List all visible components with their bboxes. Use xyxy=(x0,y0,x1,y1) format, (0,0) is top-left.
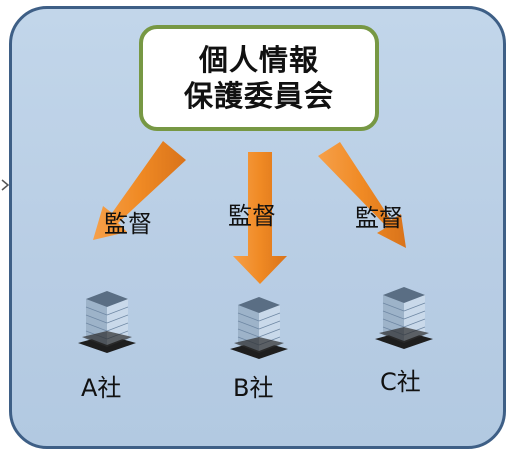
office-building-icon xyxy=(230,297,288,359)
arrow-label-b: 監督 xyxy=(228,202,276,230)
committee-title-line2: 保護委員会 xyxy=(183,79,334,113)
supervision-arrow-a xyxy=(93,141,186,240)
arrow-label-c: 監督 xyxy=(355,204,403,232)
office-building-icon xyxy=(78,291,136,353)
company-label-b: B社 xyxy=(233,374,274,402)
arrow-label-a: 監督 xyxy=(104,210,152,238)
supervision-arrow-b xyxy=(233,152,287,284)
committee-box: 個人情報 保護委員会 xyxy=(139,25,379,131)
company-label-a: A社 xyxy=(81,374,122,402)
committee-title-line1: 個人情報 xyxy=(198,42,319,77)
chevron-right-icon xyxy=(1,179,10,191)
office-building-icon xyxy=(375,287,433,349)
company-label-c: C社 xyxy=(380,368,421,396)
supervision-arrow-c xyxy=(318,142,406,248)
